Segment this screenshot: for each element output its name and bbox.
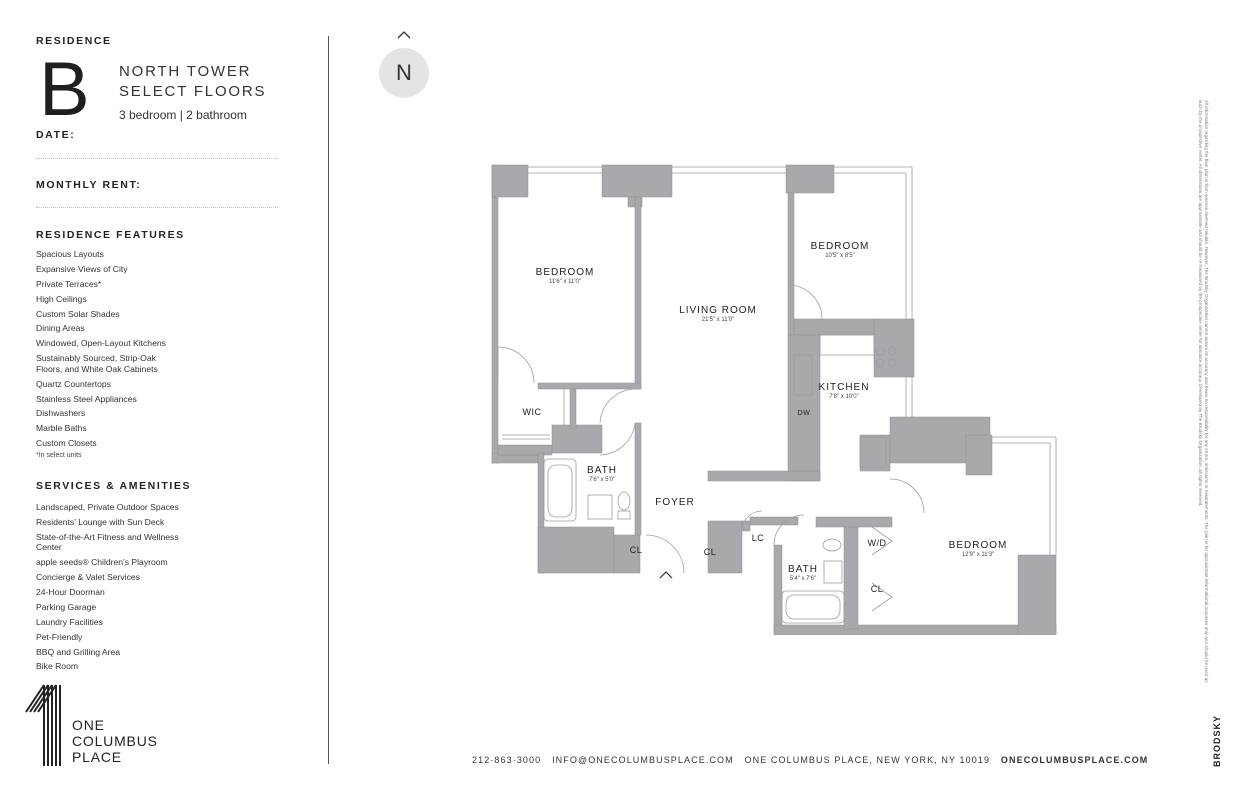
phone-number: 212·863·3000 xyxy=(472,755,542,765)
dishwasher-label: DW xyxy=(798,410,811,417)
logo-wordmark: ONE COLUMBUS PLACE xyxy=(72,717,158,765)
legal-disclaimer: All information regarding the floor plan… xyxy=(1198,100,1209,683)
foyer-label: FOYER xyxy=(655,497,694,508)
bedroom-2-dimensions: 10'5" x 8'5" xyxy=(825,253,855,259)
closet-label: CL xyxy=(871,584,884,594)
living-room-label: LIVING ROOM xyxy=(679,305,757,316)
list-item: Custom Closets xyxy=(36,438,97,449)
list-item: Residents' Lounge with Sun Deck xyxy=(36,516,165,527)
bed-bath-count: 3 bedroom | 2 bathroom xyxy=(119,108,247,122)
bedroom-3-label: BEDROOM xyxy=(949,540,1008,551)
brodsky-brand: BRODSKY xyxy=(1212,714,1222,767)
living-room-dimensions: 21'5" x 11'0" xyxy=(702,317,734,323)
list-item: Sustainably Sourced, Strip-Oak Floors, a… xyxy=(36,353,158,374)
north-arrow-icon xyxy=(397,31,411,39)
closet-label: CL xyxy=(630,545,643,555)
list-item: Windowed, Open-Layout Kitchens xyxy=(36,338,166,349)
list-item: Marble Baths xyxy=(36,423,87,434)
list-item: Landscaped, Private Outdoor Spaces xyxy=(36,502,179,512)
address: ONE COLUMBUS PLACE, NEW YORK, NY 10019 xyxy=(744,755,991,765)
info-sidebar: RESIDENCE B NORTH TOWER SELECT FLOORS 3 … xyxy=(36,0,281,800)
bath-2-label: BATH xyxy=(788,564,818,575)
features-title: RESIDENCE FEATURES xyxy=(36,229,185,241)
list-item: Custom Solar Shades xyxy=(36,308,120,319)
amenities-title: SERVICES & AMENITIES xyxy=(36,480,192,492)
list-item: Private Terraces* xyxy=(36,278,102,289)
list-item: Spacious Layouts xyxy=(36,249,104,259)
date-field-line xyxy=(36,158,278,159)
bedroom-1-dimensions: 11'6" x 11'0" xyxy=(549,279,581,285)
vertical-divider xyxy=(328,36,329,764)
bedroom-2-label: BEDROOM xyxy=(811,241,870,252)
list-item: BBQ and Grilling Area xyxy=(36,646,121,657)
washer-dryer-label: W/D xyxy=(868,538,887,548)
logo-line: COLUMBUS xyxy=(72,733,158,749)
kitchen-dimensions: 7'8" x 10'0" xyxy=(829,394,859,400)
bedroom-3-dimensions: 12'9" x 11'3" xyxy=(962,552,994,558)
residence-letter: B xyxy=(39,47,90,132)
wic-label: WIC xyxy=(523,407,542,417)
list-item: Expansive Views of City xyxy=(36,263,128,274)
tower-name: NORTH TOWER xyxy=(119,63,252,80)
closet-label: CL xyxy=(704,547,717,557)
website-link[interactable]: ONECOLUMBUSPLACE.COM xyxy=(1000,755,1149,765)
list-item: Bike Room xyxy=(36,661,79,672)
list-item: Dishwashers xyxy=(36,408,86,419)
logo-line: ONE xyxy=(72,717,105,733)
logo-line: PLACE xyxy=(72,749,122,765)
list-item: Concierge & Valet Services xyxy=(36,572,140,583)
rent-field-line xyxy=(36,207,278,208)
email-link[interactable]: INFO@ONECOLUMBUSPLACE.COM xyxy=(552,755,734,765)
kitchen-label: KITCHEN xyxy=(819,382,870,393)
entry-arrow-icon xyxy=(659,571,673,579)
one-columbus-place-logo: ONE COLUMBUS PLACE xyxy=(24,682,184,772)
bath-2-dimensions: 5'4" x 7'6" xyxy=(790,576,816,582)
date-label: DATE: xyxy=(36,129,76,141)
list-item: Dining Areas xyxy=(36,323,85,334)
list-item: 24-Hour Doorman xyxy=(36,586,105,597)
list-item: High Ceilings xyxy=(36,293,87,304)
list-item: apple seeds® Children's Playroom xyxy=(36,557,168,568)
floor-plan: BEDROOM 11'6" x 11'0" LIVING ROOM 21'5" … xyxy=(491,164,1057,635)
features-list: Spacious Layouts Expansive Views of City… xyxy=(36,249,276,453)
list-item: State-of-the-Art Fitness and Wellness Ce… xyxy=(36,531,179,553)
list-item: Laundry Facilities xyxy=(36,616,103,627)
features-footnote: *In select units xyxy=(36,452,82,459)
bath-1-dimensions: 7'6" x 5'0" xyxy=(589,477,615,483)
list-item: Parking Garage xyxy=(36,601,97,612)
list-item: Stainless Steel Appliances xyxy=(36,393,137,404)
floor-range: SELECT FLOORS xyxy=(119,83,267,100)
contact-footer: 212·863·3000 INFO@ONECOLUMBUSPLACE.COM O… xyxy=(472,755,1148,765)
amenities-list: Landscaped, Private Outdoor Spaces Resid… xyxy=(36,502,276,676)
bath-1-label: BATH xyxy=(587,465,617,476)
plan-outlines xyxy=(502,166,1057,624)
door-swings xyxy=(497,284,925,574)
linen-closet-label: LC xyxy=(752,533,765,543)
compass-north: N xyxy=(379,48,429,98)
list-item: Quartz Countertops xyxy=(36,378,111,389)
bedroom-1-label: BEDROOM xyxy=(536,267,595,278)
monthly-rent-label: MONTHLY RENT: xyxy=(36,179,142,191)
plan-walls xyxy=(491,164,1057,635)
logo-mark-icon xyxy=(25,684,61,766)
list-item: Pet-Friendly xyxy=(36,631,83,642)
residence-label: RESIDENCE xyxy=(36,35,112,47)
